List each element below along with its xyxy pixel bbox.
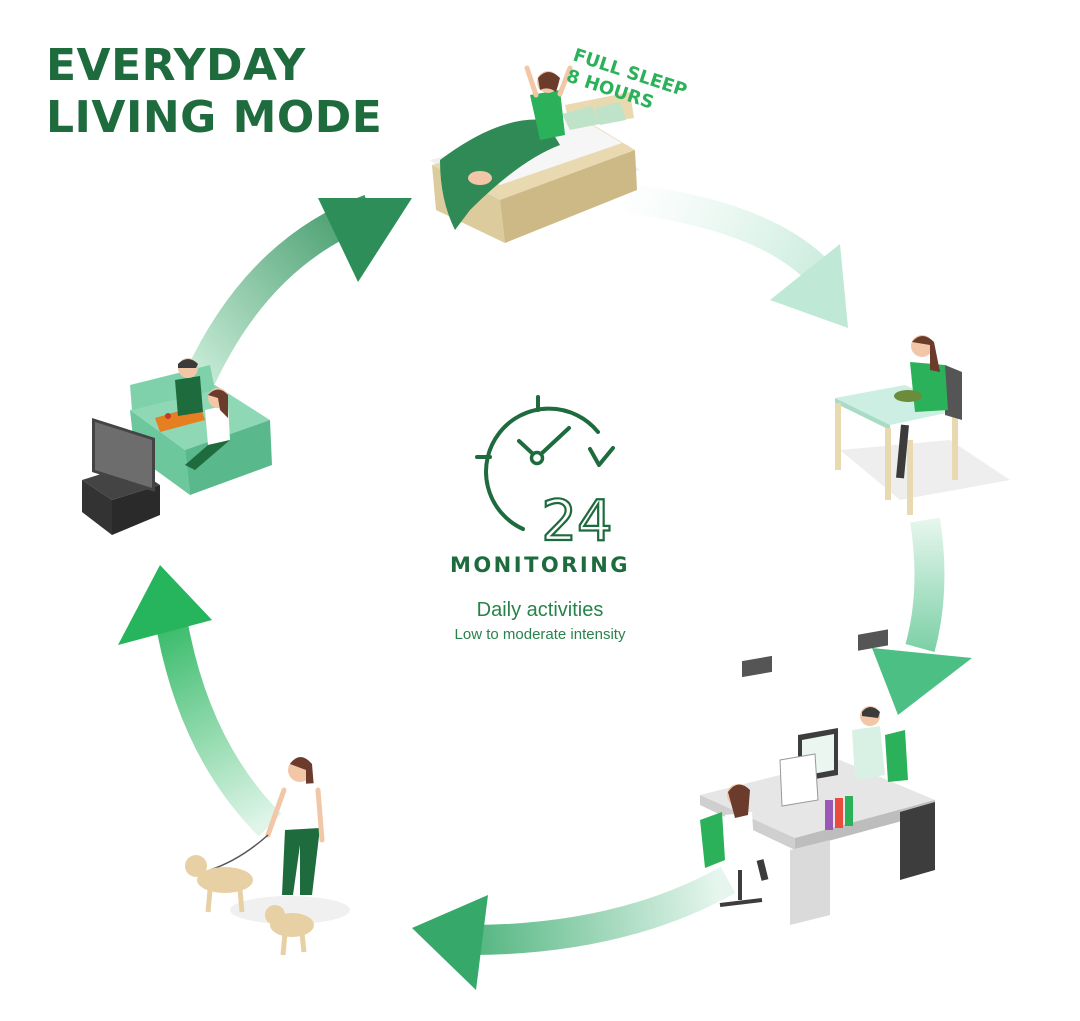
arrow-office-to-walk	[412, 866, 736, 990]
activities-subtitle: Daily activities	[476, 599, 604, 621]
office-scene	[700, 629, 935, 925]
title-line-2: LIVING MODE	[46, 92, 383, 143]
tv-evening-scene	[82, 358, 272, 535]
arrow-breakfast-to-office	[872, 517, 972, 715]
clock-number: 24	[541, 489, 612, 554]
title-line-1: EVERYDAY	[46, 40, 306, 91]
arrow-sleep-to-breakfast	[623, 183, 848, 328]
sleep-scene	[430, 65, 640, 243]
breakfast-scene	[835, 335, 1010, 515]
monitoring-label: MONITORING	[449, 553, 631, 577]
page-title: EVERYDAY LIVING MODE	[46, 40, 382, 144]
clock-24-icon	[475, 395, 615, 531]
intensity-detail: Low to moderate intensity	[454, 626, 626, 643]
dog-walk-scene	[185, 757, 350, 956]
arrow-tv-to-sleep	[185, 194, 412, 385]
arrow-walk-to-tv	[118, 565, 282, 837]
